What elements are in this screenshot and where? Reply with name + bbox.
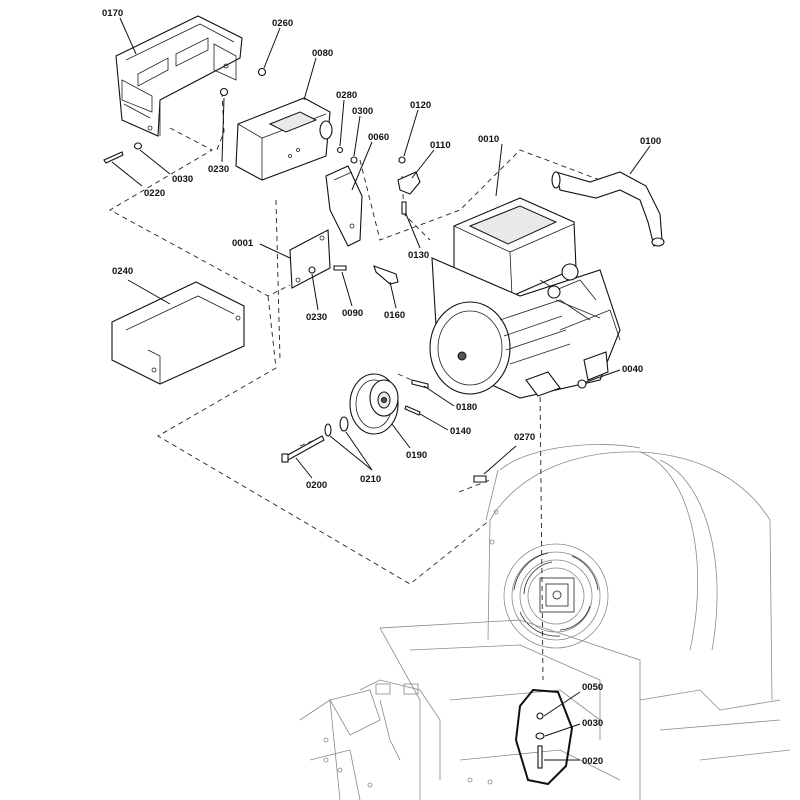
nut-0230[interactable] bbox=[219, 87, 229, 97]
callout-0040[interactable]: 0040 bbox=[622, 364, 643, 375]
callout-labels: 0170 0260 0080 0280 0300 0120 0060 0110 … bbox=[102, 8, 661, 767]
muffler-guard-0170[interactable] bbox=[115, 15, 243, 137]
muffler-0080[interactable] bbox=[235, 97, 333, 181]
nut-0260[interactable] bbox=[257, 67, 267, 77]
washer-0030-detail[interactable] bbox=[535, 732, 545, 740]
washer-0030[interactable] bbox=[133, 142, 143, 150]
detail-callout-octagon bbox=[514, 688, 574, 786]
callout-0300[interactable]: 0300 bbox=[352, 106, 373, 117]
callout-0270[interactable]: 0270 bbox=[514, 432, 535, 443]
callout-0001[interactable]: 0001 bbox=[232, 238, 254, 249]
bolt-0200[interactable] bbox=[285, 435, 325, 461]
chassis-frame bbox=[299, 619, 791, 800]
callout-0210[interactable]: 0210 bbox=[360, 474, 381, 485]
bolt-0220[interactable] bbox=[103, 151, 124, 164]
callout-0170[interactable]: 0170 bbox=[102, 8, 123, 19]
callout-0110[interactable]: 0110 bbox=[430, 140, 451, 151]
washer-0210b[interactable] bbox=[339, 416, 349, 432]
callout-0180[interactable]: 0180 bbox=[456, 402, 477, 413]
screw-0090[interactable] bbox=[333, 265, 347, 271]
hardware bbox=[103, 67, 587, 483]
callout-0140[interactable]: 0140 bbox=[450, 426, 471, 437]
nut-0120[interactable] bbox=[398, 156, 406, 164]
pulley-0190[interactable] bbox=[349, 373, 399, 435]
callout-0190[interactable]: 0190 bbox=[406, 450, 427, 461]
blower-housing-background bbox=[299, 444, 791, 800]
washer-0210a[interactable] bbox=[324, 423, 332, 437]
bracket-0060[interactable] bbox=[325, 165, 363, 247]
callout-0230-lower[interactable]: 0230 bbox=[306, 312, 327, 323]
callout-0100[interactable]: 0100 bbox=[640, 136, 661, 147]
nut-0230-lower[interactable] bbox=[308, 266, 316, 274]
callout-0050[interactable]: 0050 bbox=[582, 682, 603, 693]
callout-0120[interactable]: 0120 bbox=[410, 100, 431, 111]
fitting-0160[interactable] bbox=[373, 265, 399, 285]
callout-0030-upper[interactable]: 0030 bbox=[172, 174, 193, 185]
part-0280[interactable] bbox=[336, 146, 344, 154]
guard-0240[interactable] bbox=[111, 281, 245, 385]
callout-0200[interactable]: 0200 bbox=[306, 480, 327, 491]
clamp-0110[interactable] bbox=[397, 171, 421, 195]
callout-0020[interactable]: 0020 bbox=[582, 756, 603, 767]
callout-0030-lower[interactable]: 0030 bbox=[582, 718, 603, 729]
callout-0090[interactable]: 0090 bbox=[342, 308, 363, 319]
callout-0130[interactable]: 0130 bbox=[408, 250, 429, 261]
callout-0220[interactable]: 0220 bbox=[144, 188, 165, 199]
callout-0160[interactable]: 0160 bbox=[384, 310, 405, 321]
screw-0140[interactable] bbox=[404, 405, 421, 416]
bolt-0020[interactable] bbox=[537, 745, 543, 769]
exhaust-pipe-0100[interactable] bbox=[551, 171, 665, 247]
callout-0280[interactable]: 0280 bbox=[336, 90, 357, 101]
engine-0010[interactable] bbox=[429, 197, 621, 399]
bolt-0200-head bbox=[281, 453, 289, 463]
callout-0060[interactable]: 0060 bbox=[368, 132, 389, 143]
bolt-0270[interactable] bbox=[473, 475, 487, 483]
leader-lines bbox=[111, 17, 651, 761]
callout-0230-upper[interactable]: 0230 bbox=[208, 164, 229, 175]
washer-0050[interactable] bbox=[536, 712, 544, 720]
part-0300[interactable] bbox=[350, 156, 358, 164]
callout-0240[interactable]: 0240 bbox=[112, 266, 133, 277]
callout-0260[interactable]: 0260 bbox=[272, 18, 293, 29]
nut-0040[interactable] bbox=[577, 379, 587, 389]
callout-0010[interactable]: 0010 bbox=[478, 134, 499, 145]
plate-0001[interactable] bbox=[289, 229, 331, 289]
bolt-0130[interactable] bbox=[401, 201, 407, 215]
callout-0080[interactable]: 0080 bbox=[312, 48, 333, 59]
